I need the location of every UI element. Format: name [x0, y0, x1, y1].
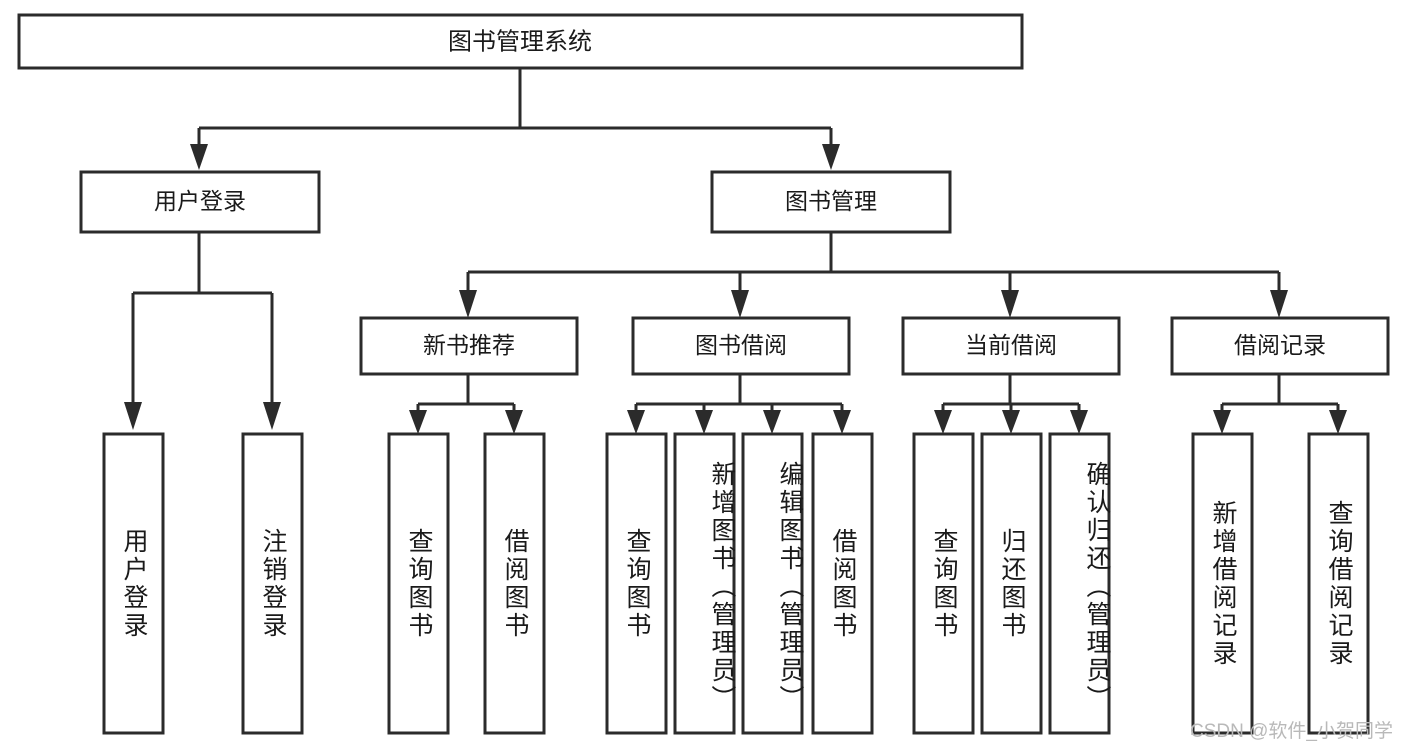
- arrowhead-leaf-borrow-book-1: [505, 410, 523, 434]
- node-leaf-edit-book-box[interactable]: [741, 432, 804, 735]
- arrowhead-leaf-confirm-return: [1070, 410, 1088, 434]
- connector-group-root: [190, 68, 840, 170]
- connector-group-borrow-record: [1213, 374, 1347, 434]
- node-current-borrow[interactable]: 当前借阅: [901, 316, 1121, 376]
- arrowhead-current-borrow: [1001, 290, 1019, 318]
- node-borrow-record-label: 借阅记录: [1234, 332, 1326, 358]
- connector-group-current-borrow: [934, 374, 1088, 434]
- arrowhead-book-borrow: [731, 290, 749, 318]
- arrowhead-borrow-record: [1270, 290, 1288, 318]
- node-user-login[interactable]: 用户登录: [79, 170, 321, 234]
- node-leaf-add-record-box[interactable]: [1191, 432, 1254, 735]
- arrowhead-leaf-query-book-1: [409, 410, 427, 434]
- node-book-borrow-label: 图书借阅: [695, 332, 787, 358]
- node-book-manage-label: 图书管理: [785, 188, 877, 214]
- node-new-book-recommend-box[interactable]: [359, 316, 579, 376]
- node-book-manage[interactable]: 图书管理: [710, 170, 952, 234]
- arrowhead-user-login: [190, 144, 208, 170]
- arrowhead-leaf-add-book: [695, 410, 713, 434]
- node-leaf-add-book-box[interactable]: [673, 432, 736, 735]
- arrowhead-leaf-edit-book: [763, 410, 781, 434]
- node-root-box[interactable]: [17, 13, 1024, 70]
- connector-group-book-borrow: [627, 374, 851, 434]
- arrowhead-leaf-query-record: [1329, 410, 1347, 434]
- connector-group-new-book-recommend: [409, 374, 523, 434]
- node-user-login-box[interactable]: [79, 170, 321, 234]
- arrowhead-leaf-return-book: [1002, 410, 1020, 434]
- connector-group-user-login: [124, 232, 281, 430]
- arrowhead-leaf-user-login: [124, 402, 142, 430]
- node-leaf-query-record-box[interactable]: [1307, 432, 1370, 735]
- connector-group-book-manage: [459, 232, 1288, 318]
- node-leaf-confirm-return-box[interactable]: [1048, 432, 1111, 735]
- node-user-login-label: 用户登录: [154, 188, 246, 214]
- arrowhead-new-book-recommend: [459, 290, 477, 318]
- arrowhead-leaf-borrow-book-2: [833, 410, 851, 434]
- node-root[interactable]: 图书管理系统: [17, 13, 1024, 70]
- node-book-borrow[interactable]: 图书借阅: [631, 316, 851, 376]
- arrowhead-book-manage: [822, 144, 840, 170]
- node-new-book-recommend[interactable]: 新书推荐: [359, 316, 579, 376]
- node-new-book-recommend-label: 新书推荐: [423, 332, 515, 358]
- node-leaf-query-book-2-box[interactable]: [605, 432, 668, 735]
- node-leaf-user-login-box[interactable]: [102, 432, 165, 735]
- node-current-borrow-box[interactable]: [901, 316, 1121, 376]
- node-root-label: 图书管理系统: [448, 28, 592, 55]
- node-leaf-borrow-book-1-box[interactable]: [483, 432, 546, 735]
- node-borrow-record-box[interactable]: [1170, 316, 1390, 376]
- node-book-manage-box[interactable]: [710, 170, 952, 234]
- node-current-borrow-label: 当前借阅: [965, 332, 1057, 358]
- node-leaf-query-book-1-box[interactable]: [387, 432, 450, 735]
- node-leaf-query-book-3-box[interactable]: [912, 432, 975, 735]
- node-leaf-user-logout-box[interactable]: [241, 432, 304, 735]
- node-borrow-record[interactable]: 借阅记录: [1170, 316, 1390, 376]
- arrowhead-leaf-query-book-3: [934, 410, 952, 434]
- node-leaf-borrow-book-2-box[interactable]: [811, 432, 874, 735]
- csdn-watermark: CSDN @软件_小贺同学: [1190, 721, 1393, 742]
- arrowhead-leaf-add-record: [1213, 410, 1231, 434]
- arrowhead-leaf-query-book-2: [627, 410, 645, 434]
- arrowhead-leaf-user-logout: [263, 402, 281, 430]
- node-leaf-return-book-box[interactable]: [980, 432, 1043, 735]
- node-book-borrow-box[interactable]: [631, 316, 851, 376]
